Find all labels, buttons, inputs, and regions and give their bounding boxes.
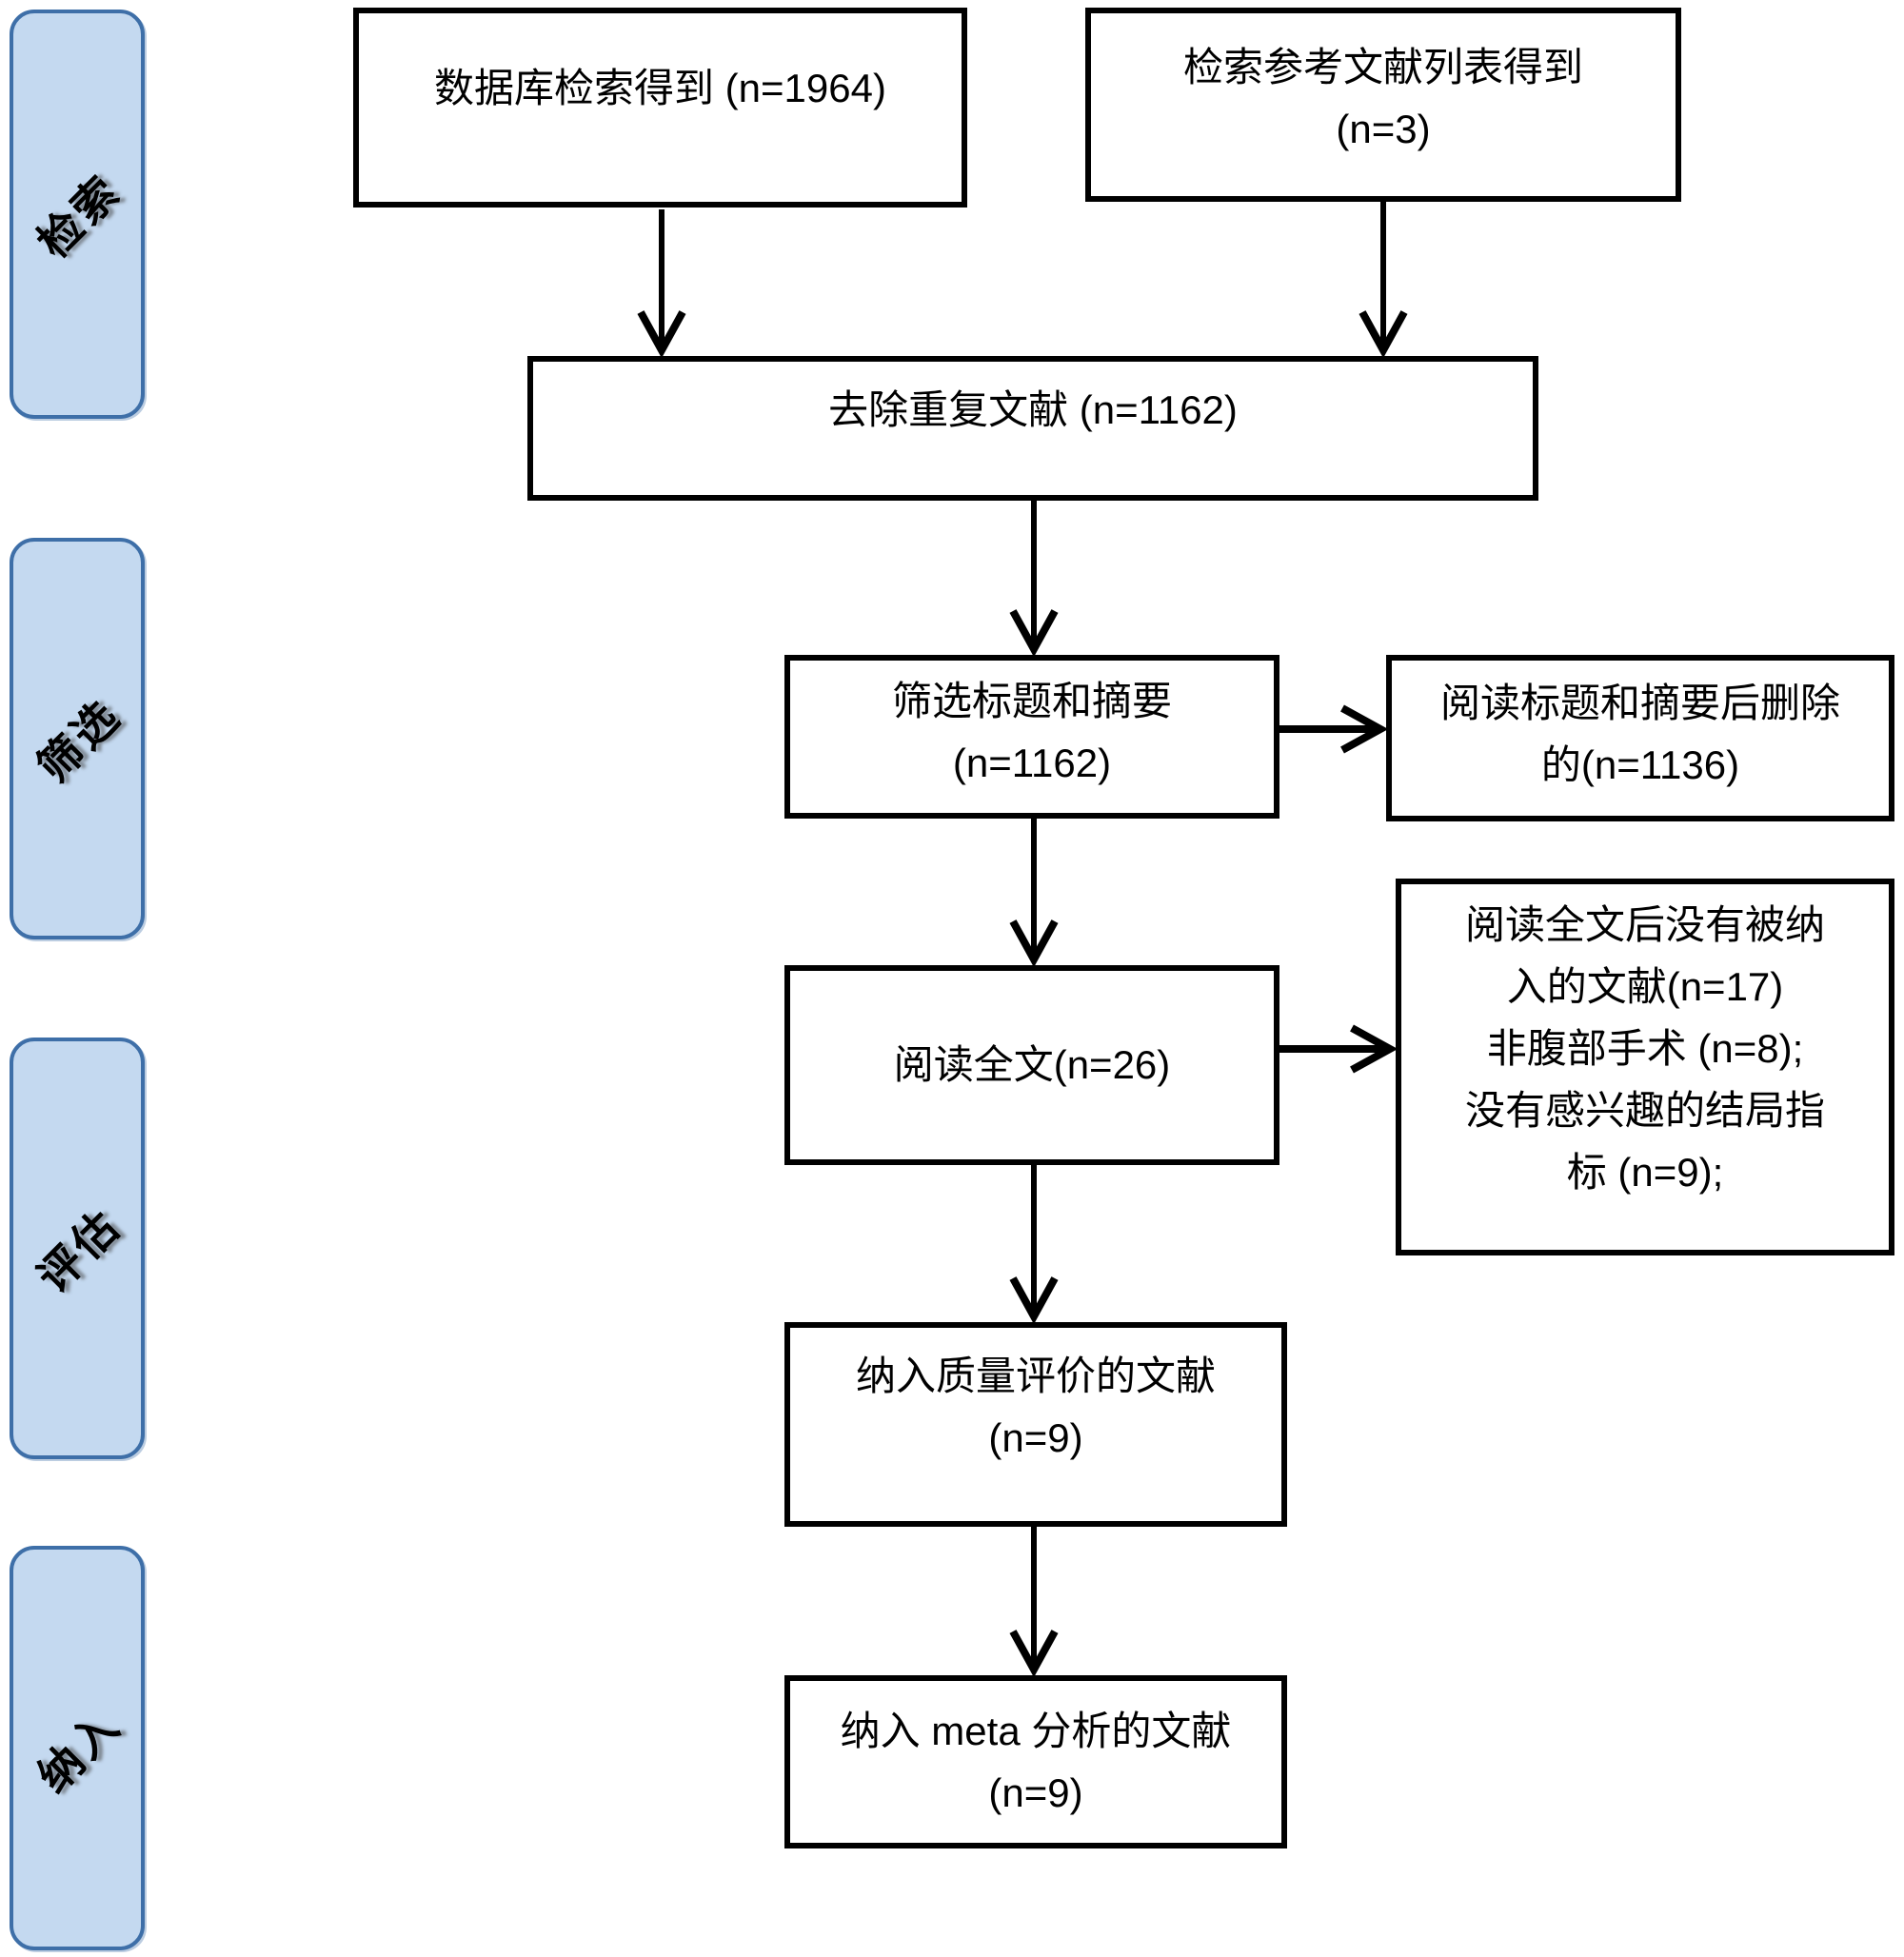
box-database-search: 数据库检索得到 (n=1964) [353,8,967,208]
stage-badge-screening: 筛选 [10,538,145,939]
box-full-text-reading: 阅读全文(n=26) [784,965,1279,1165]
box-title-abstract-screening: 筛选标题和摘要 (n=1162) [784,655,1279,819]
stage-label-assessment: 评估 [28,1198,130,1302]
box-text: 纳入 meta 分析的文献 [840,1709,1232,1753]
box-reference-list-search: 检索参考文献列表得到 (n=3) [1085,8,1681,202]
box-text: 标 (n=9); [1566,1150,1724,1196]
box-count: (n=1162) [952,741,1112,786]
stage-badge-assessment: 评估 [10,1038,145,1459]
box-deduplication: 去除重复文献 (n=1162) [527,356,1538,501]
stage-label-search: 检索 [28,165,130,267]
stage-label-screening: 筛选 [28,689,130,792]
box-meta-analysis-included: 纳入 meta 分析的文献 (n=9) [784,1675,1287,1848]
box-full-text-excluded: 阅读全文后没有被纳 入的文献(n=17) 非腹部手术 (n=8); 没有感兴趣的… [1396,879,1894,1255]
box-text: 阅读全文后没有被纳 [1464,902,1825,947]
box-text: 去除重复文献 (n=1162) [828,387,1238,432]
stage-badge-inclusion: 纳入 [10,1546,145,1950]
box-text: 数据库检索得到 (n=1964) [434,66,886,110]
box-count: (n=9) [988,1415,1083,1461]
box-count: (n=9) [988,1770,1083,1816]
box-title-abstract-removed: 阅读标题和摘要后删除 的(n=1136) [1386,655,1894,821]
box-quality-assessment-included: 纳入质量评价的文献 (n=9) [784,1322,1287,1527]
box-text: 筛选标题和摘要 [891,679,1172,723]
box-text: 非腹部手术 (n=8); [1486,1026,1804,1072]
box-text: 纳入质量评价的文献 [855,1354,1216,1398]
box-text: 阅读全文(n=26) [893,1042,1171,1088]
box-count: (n=3) [1336,107,1431,152]
box-text: 阅读标题和摘要后删除 [1439,681,1840,725]
box-text: 入的文献(n=17) [1506,964,1784,1010]
stage-badge-search: 检索 [10,10,145,419]
stage-label-inclusion: 纳入 [28,1698,130,1802]
box-text: 的(n=1136) [1540,742,1740,788]
box-text: 没有感兴趣的结局指 [1464,1088,1825,1134]
box-text: 检索参考文献列表得到 [1182,45,1583,89]
